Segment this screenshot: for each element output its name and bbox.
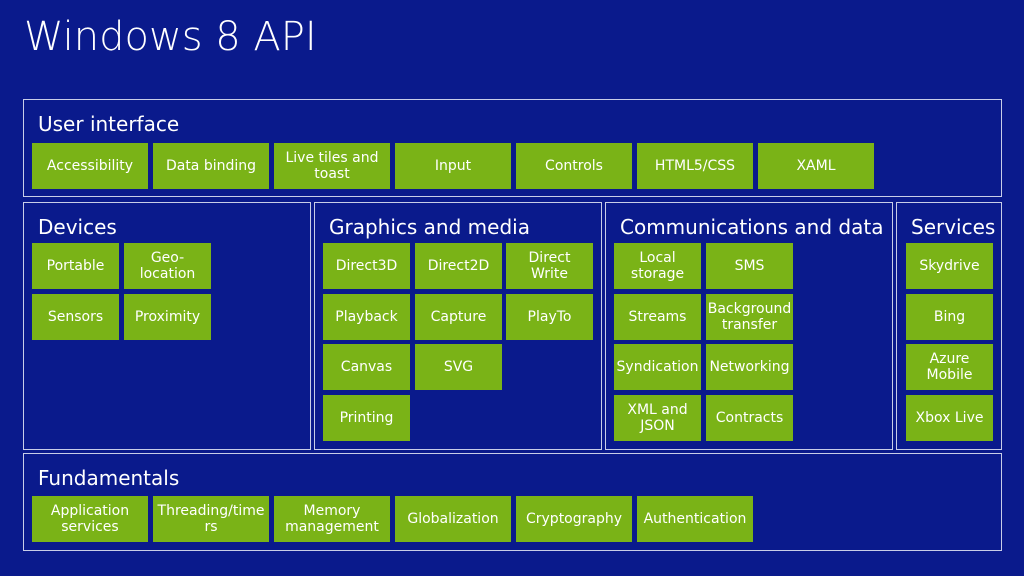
devices-title: Devices xyxy=(38,215,117,239)
tile-threading-timers[interactable]: Threading/timers xyxy=(153,496,269,542)
tile-input[interactable]: Input xyxy=(395,143,511,189)
tile-data-binding[interactable]: Data binding xyxy=(153,143,269,189)
tile-accessibility[interactable]: Accessibility xyxy=(32,143,148,189)
tile-playback[interactable]: Playback xyxy=(323,294,410,340)
tile-local-storage[interactable]: Local storage xyxy=(614,243,701,289)
tile-streams[interactable]: Streams xyxy=(614,294,701,340)
tile-svg[interactable]: SVG xyxy=(415,344,502,390)
tile-globalization[interactable]: Globalization xyxy=(395,496,511,542)
tile-sensors[interactable]: Sensors xyxy=(32,294,119,340)
tile-canvas[interactable]: Canvas xyxy=(323,344,410,390)
services-title: Services xyxy=(911,215,996,239)
tile-contracts[interactable]: Contracts xyxy=(706,395,793,441)
tile-capture[interactable]: Capture xyxy=(415,294,502,340)
tile-direct2d[interactable]: Direct2D xyxy=(415,243,502,289)
tile-playto[interactable]: PlayTo xyxy=(506,294,593,340)
graphics-title: Graphics and media xyxy=(329,215,530,239)
tile-background-transfer[interactable]: Background transfer xyxy=(706,294,793,340)
tile-html5-css[interactable]: HTML5/CSS xyxy=(637,143,753,189)
tile-azure-mobile[interactable]: Azure Mobile xyxy=(906,344,993,390)
tile-sms[interactable]: SMS xyxy=(706,243,793,289)
tile-memory-management[interactable]: Memory management xyxy=(274,496,390,542)
comms-title: Communications and data xyxy=(620,215,884,239)
tile-xbox-live[interactable]: Xbox Live xyxy=(906,395,993,441)
tile-syndication[interactable]: Syndication xyxy=(614,344,701,390)
tile-printing[interactable]: Printing xyxy=(323,395,410,441)
tile-direct-write[interactable]: Direct Write xyxy=(506,243,593,289)
graphics-panel: Graphics and media xyxy=(314,202,602,450)
comms-panel: Communications and data xyxy=(605,202,893,450)
tile-bing[interactable]: Bing xyxy=(906,294,993,340)
tile-networking[interactable]: Networking xyxy=(706,344,793,390)
tile-proximity[interactable]: Proximity xyxy=(124,294,211,340)
tile-direct3d[interactable]: Direct3D xyxy=(323,243,410,289)
tile-geo-location[interactable]: Geo-location xyxy=(124,243,211,289)
tile-cryptography[interactable]: Cryptography xyxy=(516,496,632,542)
tile-controls[interactable]: Controls xyxy=(516,143,632,189)
tile-xml-and-json[interactable]: XML and JSON xyxy=(614,395,701,441)
services-panel: Services xyxy=(896,202,1002,450)
user-interface-panel: User interface xyxy=(23,99,1002,197)
fundamentals-title: Fundamentals xyxy=(38,466,180,490)
user-interface-title: User interface xyxy=(38,112,180,136)
fundamentals-panel: Fundamentals xyxy=(23,453,1002,551)
tile-portable[interactable]: Portable xyxy=(32,243,119,289)
tile-authentication[interactable]: Authentication xyxy=(637,496,753,542)
page-title: Windows 8 API xyxy=(24,14,317,60)
devices-panel: Devices xyxy=(23,202,311,450)
tile-skydrive[interactable]: Skydrive xyxy=(906,243,993,289)
tile-application-services[interactable]: Application services xyxy=(32,496,148,542)
tile-xaml[interactable]: XAML xyxy=(758,143,874,189)
tile-live-tiles-and-toast[interactable]: Live tiles and toast xyxy=(274,143,390,189)
